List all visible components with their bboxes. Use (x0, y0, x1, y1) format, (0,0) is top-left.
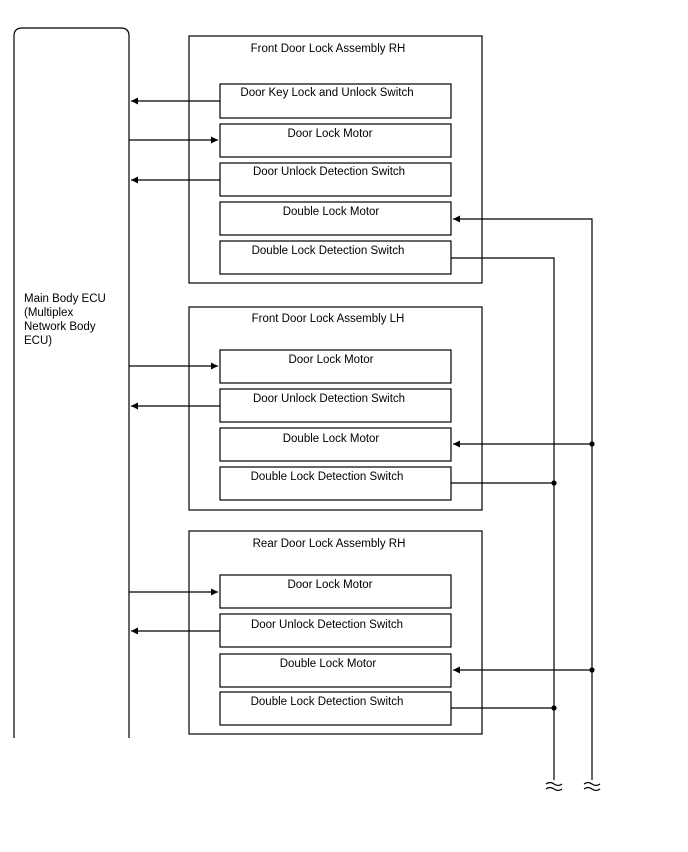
component-box: Door Lock Motor (219, 349, 452, 384)
component-label: Double Lock Motor (280, 658, 377, 670)
component-label: Door Key Lock and Unlock Switch (240, 87, 413, 99)
component-box: Door Unlock Detection Switch (219, 613, 452, 648)
assembly-title: Front Door Lock Assembly LH (252, 313, 405, 325)
continuation-symbol (583, 781, 601, 792)
front-door-lock-assembly-lh: Front Door Lock Assembly LH Door Lock Mo… (188, 306, 483, 511)
double-lock-motor-feed-rh (453, 215, 593, 780)
component-label: Double Lock Detection Switch (251, 471, 404, 483)
ecu-label-line-3: Network Body (24, 321, 96, 333)
component-label: Door Lock Motor (288, 354, 373, 366)
component-box: Door Unlock Detection Switch (219, 162, 452, 197)
component-label: Door Unlock Detection Switch (253, 393, 405, 405)
ecu-connections (129, 97, 220, 635)
double-lock-bus (451, 215, 601, 792)
component-label: Door Unlock Detection Switch (253, 166, 405, 178)
component-box: Double Lock Motor (219, 201, 452, 236)
rear-door-lock-assembly-rh: Rear Door Lock Assembly RH Door Lock Mot… (188, 530, 483, 735)
component-label: Double Lock Detection Switch (251, 696, 404, 708)
component-label: Door Unlock Detection Switch (251, 619, 403, 631)
continuation-symbol (545, 781, 563, 792)
component-box: Double Lock Detection Switch (219, 240, 452, 275)
double-lock-detection-line (451, 257, 555, 780)
component-label: Double Lock Motor (283, 433, 380, 445)
ecu-label-line-4: ECU) (24, 335, 52, 347)
junction-dot (589, 667, 595, 673)
ecu-label-line-1: Main Body ECU (24, 293, 106, 305)
component-box: Double Lock Detection Switch (219, 691, 452, 726)
component-box: Double Lock Detection Switch (219, 466, 452, 501)
ecu-label-line-2: (Multiplex (24, 307, 73, 319)
front-door-lock-assembly-rh: Front Door Lock Assembly RH Door Key Loc… (188, 35, 483, 284)
component-label: Double Lock Motor (283, 206, 380, 218)
component-box: Door Key Lock and Unlock Switch (219, 83, 452, 119)
component-label: Door Lock Motor (287, 579, 372, 591)
component-box: Door Lock Motor (219, 123, 452, 158)
component-box: Double Lock Motor (219, 653, 452, 688)
component-label: Double Lock Detection Switch (252, 245, 405, 257)
component-box: Door Lock Motor (219, 574, 452, 609)
main-body-ecu: Main Body ECU (Multiplex Network Body EC… (13, 27, 130, 738)
junction-dot (589, 441, 595, 447)
assembly-title: Front Door Lock Assembly RH (251, 43, 406, 55)
component-box: Door Unlock Detection Switch (219, 388, 452, 423)
component-box: Double Lock Motor (219, 427, 452, 462)
junction-dot (551, 480, 557, 486)
component-label: Door Lock Motor (287, 128, 372, 140)
junction-dot (551, 705, 557, 711)
assembly-title: Rear Door Lock Assembly RH (253, 538, 406, 550)
